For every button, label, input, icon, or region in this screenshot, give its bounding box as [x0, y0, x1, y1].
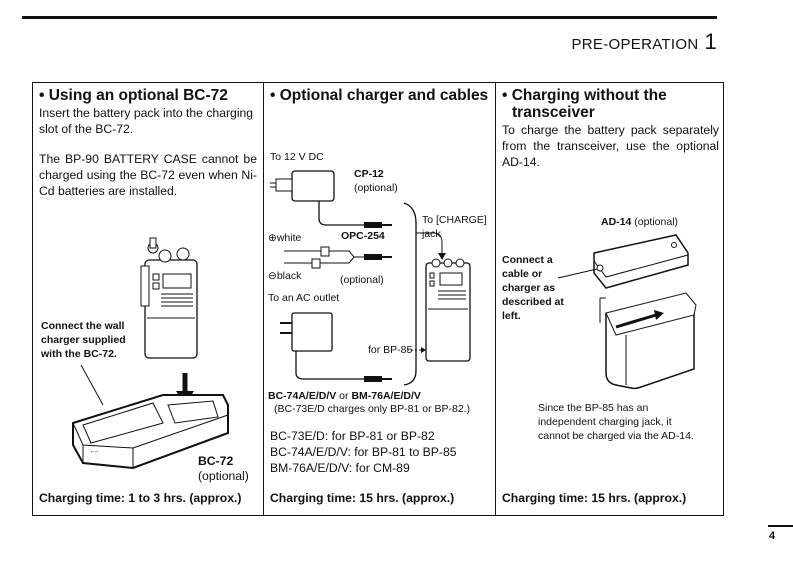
- compat-item: BC-74A/E/D/V: for BP-81 to BP-85: [270, 445, 457, 459]
- label-white: ⊕white: [268, 232, 302, 244]
- charging-time-chargers: Charging time: 15 hrs. (approx.): [270, 491, 455, 505]
- label-charge-jack: To [CHARGE]: [422, 214, 487, 226]
- heading-ad14: • Charging without the transceiver: [502, 87, 667, 121]
- device-note-bc72: (optional): [198, 469, 249, 483]
- minus-icon: ⊖: [268, 270, 277, 282]
- label-opc254-note: (optional): [340, 274, 384, 286]
- paragraph-bp90: The BP-90 BATTERY CASE cannot be charged…: [39, 152, 257, 198]
- paragraph-insert: Insert the battery pack into the chargin…: [39, 106, 254, 136]
- ad14-illustration: [557, 234, 697, 390]
- svg-text:⌐ ⌐: ⌐ ⌐: [91, 449, 98, 455]
- callout-wall-charger: Connect the wall charger supplied with t…: [41, 320, 126, 360]
- chapter-number: 1: [704, 29, 717, 54]
- page-number: 4: [769, 530, 776, 542]
- cable-diagram: [270, 170, 471, 386]
- top-rule: [22, 16, 717, 19]
- column-bc72: • Using an optional BC-72 Insert the bat…: [33, 83, 264, 515]
- transceiver-illustration: [140, 237, 198, 359]
- label-cp12: CP-12: [354, 168, 384, 180]
- charging-time-bc72: Charging time: 1 to 3 hrs. (approx.): [39, 491, 242, 505]
- section-header: PRE-OPERATION 1: [571, 29, 717, 55]
- label-jack: jack: [422, 228, 441, 240]
- page-number-rule: [768, 525, 793, 527]
- label-ad14: AD-14 (optional): [601, 216, 679, 228]
- section-title: PRE-OPERATION: [571, 36, 699, 53]
- plus-icon: ⊕: [268, 232, 277, 244]
- callout-connect: Connect a cable or charger as described …: [502, 254, 564, 322]
- heading-bc72: • Using an optional BC-72: [39, 87, 228, 104]
- label-for-bp85: for BP-85: [368, 344, 413, 356]
- label-black: ⊖black: [268, 270, 302, 282]
- label-ac-outlet: To an AC outlet: [268, 292, 340, 304]
- compat-list: BC-73E/D: for BP-81 or BP-82 BC-74A/E/D/…: [270, 428, 457, 476]
- label-opc254: OPC-254: [341, 230, 385, 242]
- note-bp85: Since the BP-85 has an independent charg…: [538, 402, 694, 442]
- label-12v-dc: To 12 V DC: [270, 151, 324, 163]
- paragraph-ad14: To charge the battery pack separately fr…: [502, 123, 719, 169]
- device-label-bc72: BC-72: [198, 454, 234, 468]
- label-bc73-note: (BC-73E/D charges only BP-81 or BP-82.): [274, 403, 471, 415]
- content-frame: • Using an optional BC-72 Insert the bat…: [32, 82, 724, 516]
- compat-item: BC-73E/D: for BP-81 or BP-82: [270, 429, 435, 443]
- compat-item: BM-76A/E/D/V: for CM-89: [270, 461, 410, 475]
- heading-chargers-cables: • Optional charger and cables: [270, 87, 489, 104]
- bc72-charger-illustration: ⌐ ⌐: [72, 394, 229, 470]
- label-cp12-note: (optional): [354, 182, 398, 194]
- charging-time-ad14: Charging time: 15 hrs. (approx.): [502, 491, 687, 505]
- column-chargers-cables: • Optional charger and cables To 12 V DC: [264, 83, 496, 515]
- label-chargers: BC-74A/E/D/V or BM-76A/E/D/V: [268, 390, 421, 402]
- column-ad14: • Charging without the transceiver To ch…: [496, 83, 725, 515]
